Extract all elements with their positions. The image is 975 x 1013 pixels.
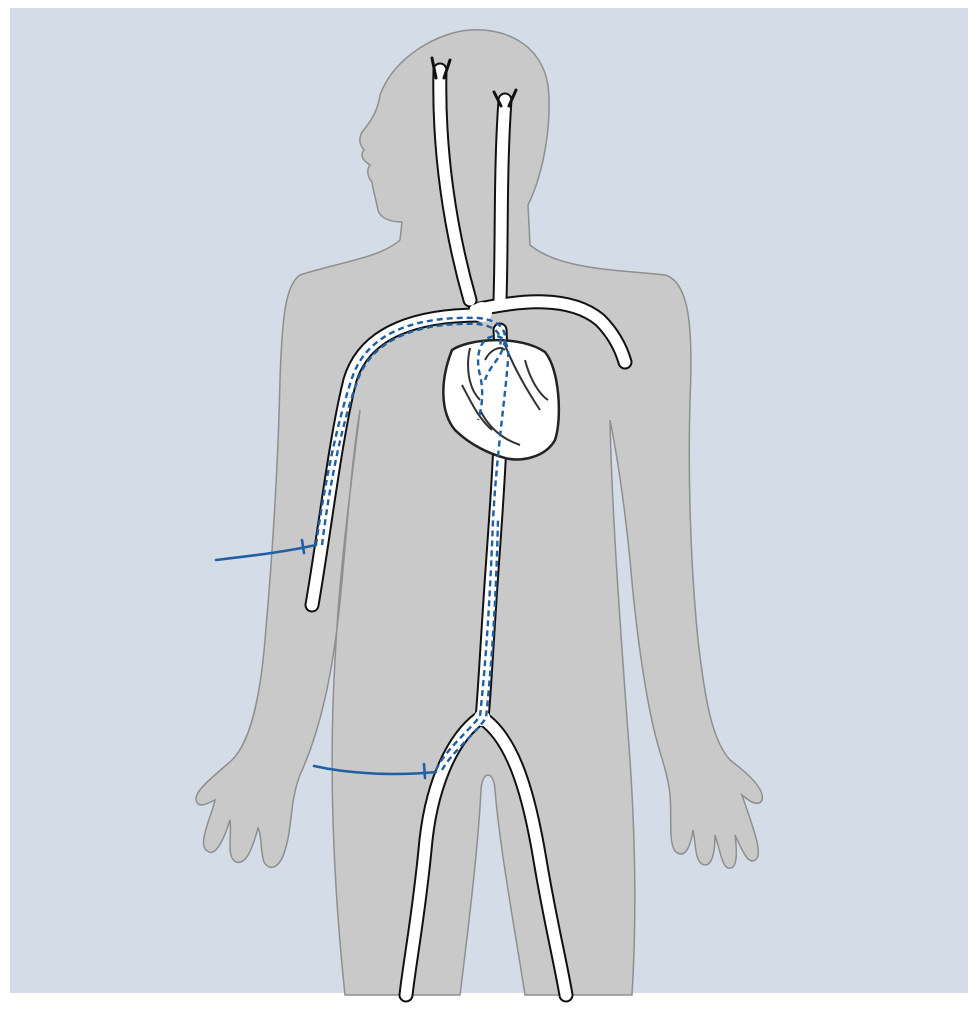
anatomy-diagram <box>0 0 975 1013</box>
figure <box>0 0 975 1013</box>
